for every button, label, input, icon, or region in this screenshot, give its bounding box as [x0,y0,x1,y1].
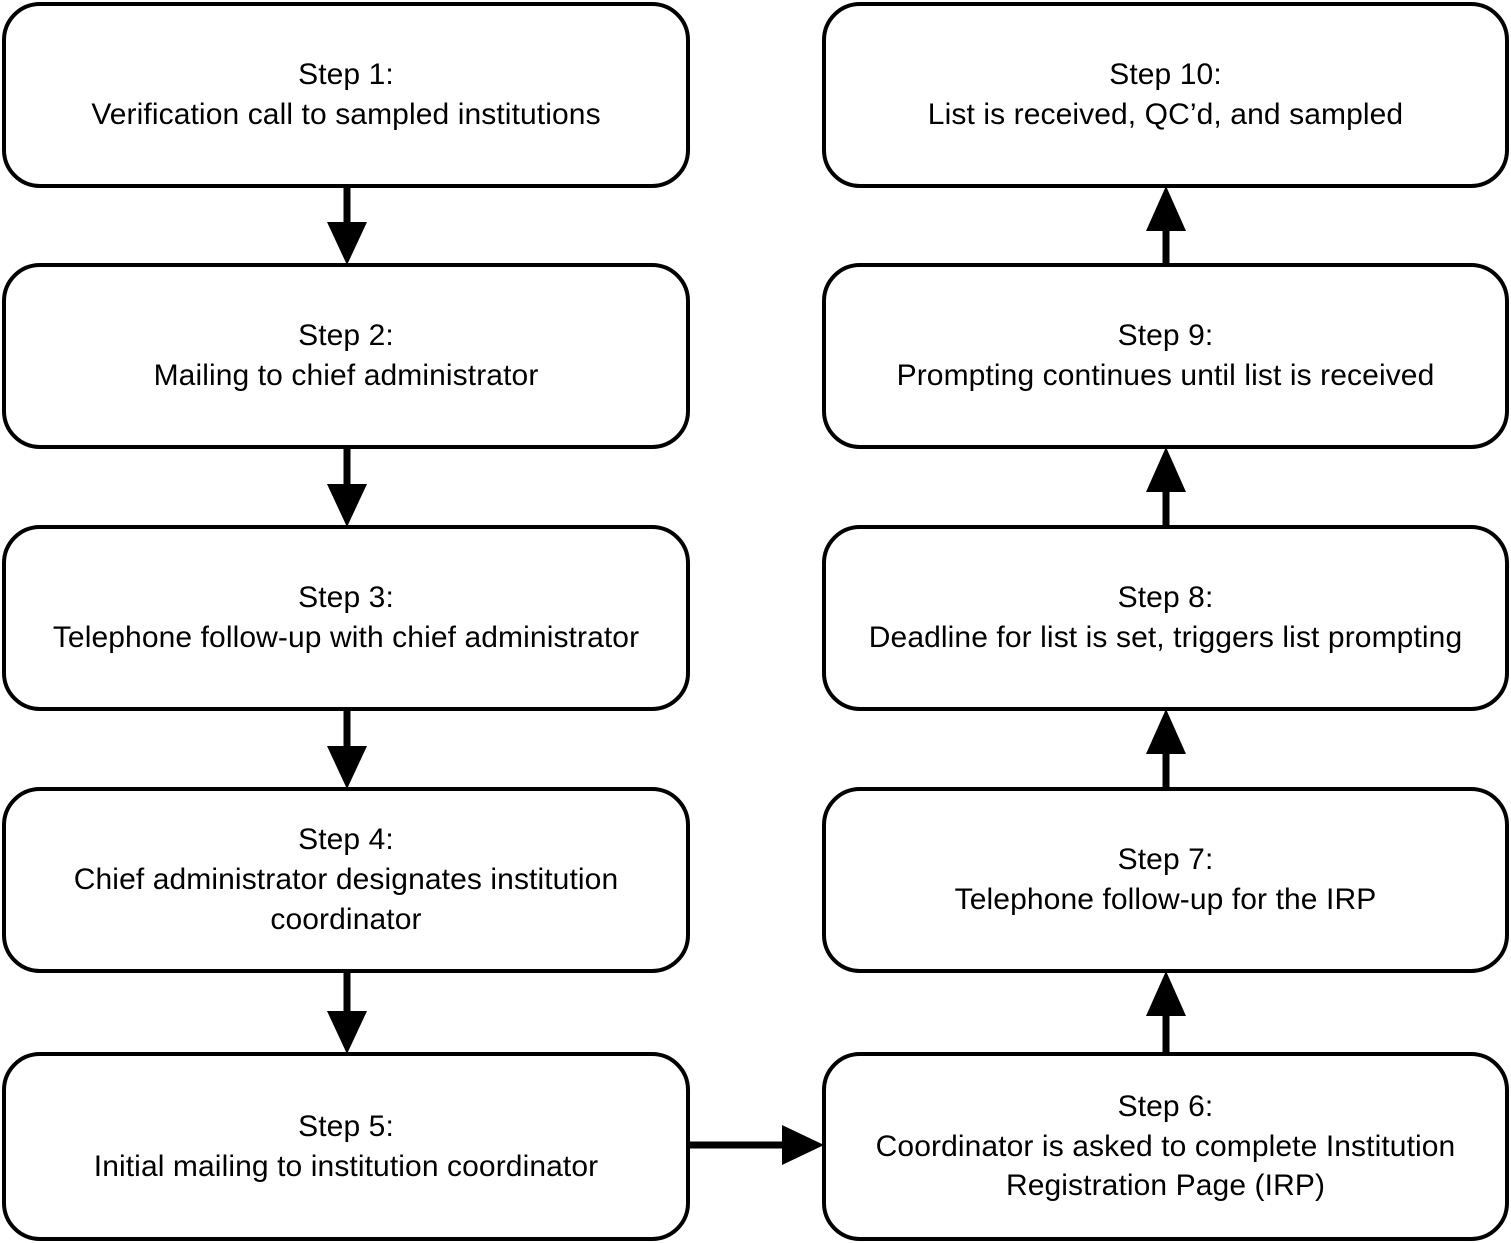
arrow-step5-to-step6 [690,1125,824,1165]
node-step-3-label: Step 3: Telephone follow-up with chief a… [52,581,640,654]
node-step-5-label: Step 5: Initial mailing to institution c… [93,1109,599,1183]
node-step-1-label: Step 1: Verification call to sampled ins… [91,58,601,131]
arrow-step9-to-step10 [1146,186,1186,265]
node-step-3[interactable]: Step 3: Telephone follow-up with chief a… [2,525,690,711]
node-step-9-label: Step 9: Prompting continues until list i… [896,319,1435,392]
node-step-9[interactable]: Step 9: Prompting continues until list i… [822,263,1509,449]
arrow-step1-to-step2 [327,188,367,265]
node-step-5[interactable]: Step 5: Initial mailing to institution c… [2,1052,690,1241]
arrow-step4-to-step5 [327,973,367,1054]
node-step-6-label: Step 6: Coordinator is asked to complete… [875,1089,1456,1203]
node-step-4[interactable]: Step 4: Chief administrator designates i… [2,787,690,973]
node-step-10[interactable]: Step 10: List is received, QC’d, and sam… [822,2,1509,188]
node-step-6[interactable]: Step 6: Coordinator is asked to complete… [822,1052,1509,1241]
arrow-step7-to-step8 [1146,709,1186,789]
arrow-step6-to-step7 [1146,971,1186,1054]
node-step-8-label: Step 8: Deadline for list is set, trigge… [868,581,1463,654]
node-step-7-label: Step 7: Telephone follow-up for the IRP [954,843,1377,916]
node-step-8[interactable]: Step 8: Deadline for list is set, trigge… [822,525,1509,711]
node-step-2-label: Step 2: Mailing to chief administrator [153,319,539,392]
arrow-step3-to-step4 [327,711,367,789]
arrow-step2-to-step3 [327,449,367,527]
node-step-4-label: Step 4: Chief administrator designates i… [73,823,619,936]
node-step-2[interactable]: Step 2: Mailing to chief administrator [2,263,690,449]
arrow-step8-to-step9 [1146,447,1186,527]
node-step-1[interactable]: Step 1: Verification call to sampled ins… [2,2,690,188]
node-step-7[interactable]: Step 7: Telephone follow-up for the IRP [822,787,1509,973]
node-step-10-label: Step 10: List is received, QC’d, and sam… [927,58,1404,131]
